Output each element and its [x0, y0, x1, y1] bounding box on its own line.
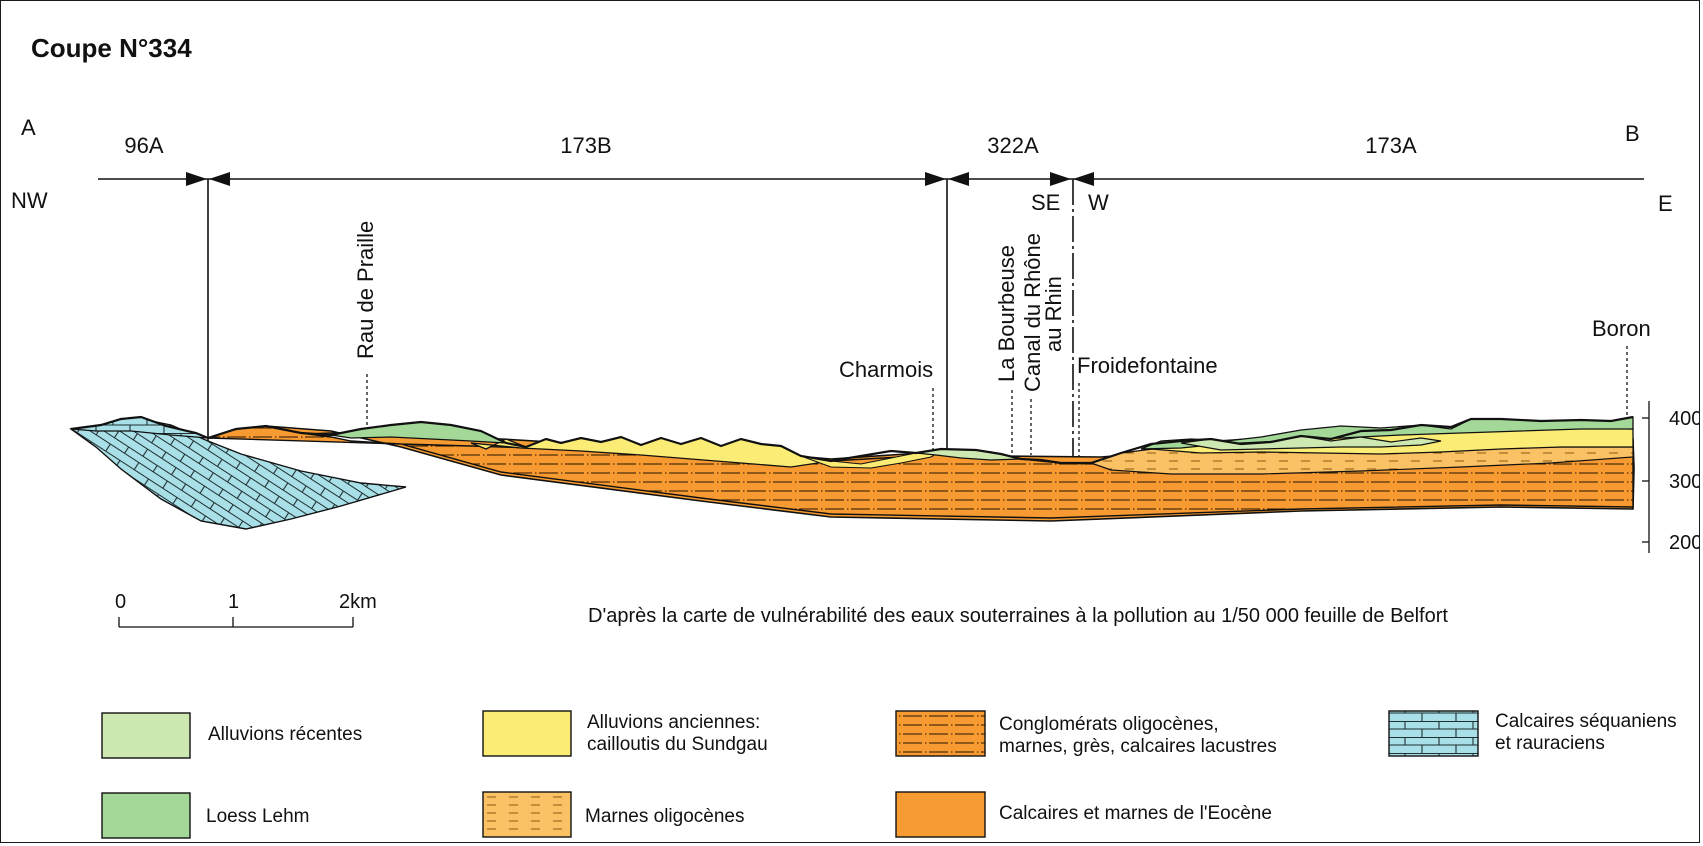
ground-surface [70, 415, 1634, 465]
elevation-tick-400: 400 [1669, 408, 1700, 430]
legend-swatch-eocene [895, 791, 986, 838]
place-canal-line1: Canal du Rhône [1020, 233, 1045, 392]
place-la-bourbeuse: La Bourbeuse [994, 245, 1019, 382]
source-note: D'après la carte de vulnérabilité des ea… [588, 605, 1448, 627]
place-froidefontaine: Froidefontaine [1077, 353, 1218, 378]
legend-swatch-loess [101, 792, 191, 839]
legend: Alluvions récentes Alluvions anciennes: … [101, 710, 1677, 839]
elevation-tick-300: 300 [1669, 471, 1700, 493]
sheet-label-322a: 322A [987, 133, 1039, 158]
layer-calcaires [69, 418, 407, 530]
legend-swatch-calcaires [1388, 710, 1479, 757]
figure-title: Coupe N°334 [31, 33, 192, 63]
legend-label-alluvions-anciennes-2: cailloutis du Sundgau [587, 734, 768, 755]
sheet-label-173b: 173B [560, 133, 611, 158]
scale-bar [118, 617, 354, 628]
legend-swatch-marnes [482, 791, 572, 838]
place-boron: Boron [1592, 316, 1651, 341]
place-charmois: Charmois [839, 357, 933, 382]
legend-label-loess: Loess Lehm [206, 806, 310, 827]
elevation-tick-200: 200 [1669, 532, 1700, 554]
legend-label-eocene: Calcaires et marnes de l'Eocène [999, 803, 1272, 824]
scale-tick-1: 1 [228, 591, 239, 613]
legend-label-alluvions-anciennes-1: Alluvions anciennes: [587, 712, 760, 733]
legend-label-alluvions-recentes: Alluvions récentes [208, 724, 362, 745]
section-end-label: B [1625, 121, 1640, 146]
legend-label-calcaires-2: et rauraciens [1495, 733, 1605, 754]
orientation-e: E [1658, 191, 1673, 216]
sheet-extent-arrows [98, 172, 1644, 461]
orientation-w: W [1088, 190, 1109, 215]
sheet-label-96a: 96A [124, 133, 163, 158]
scale-tick-2km: 2km [339, 591, 377, 613]
elevation-axis [1642, 401, 1650, 553]
legend-label-calcaires-1: Calcaires séquaniens [1495, 711, 1677, 732]
place-leader-lines [366, 346, 1628, 460]
legend-swatch-conglomerats [895, 710, 986, 757]
scale-tick-0: 0 [115, 591, 126, 613]
legend-label-conglomerats-1: Conglomérats oligocènes, [999, 714, 1219, 735]
sheet-label-173a: 173A [1365, 133, 1417, 158]
section-start-label: A [21, 115, 36, 140]
legend-label-conglomerats-2: marnes, grès, calcaires lacustres [999, 736, 1277, 757]
orientation-nw: NW [11, 188, 48, 213]
place-canal-line2: au Rhin [1041, 276, 1066, 352]
orientation-se: SE [1031, 190, 1060, 215]
place-rau-de-praille: Rau de Praille [353, 221, 378, 359]
legend-label-marnes: Marnes oligocènes [585, 806, 744, 827]
legend-swatch-alluvions-anciennes [482, 710, 572, 757]
legend-swatch-alluvions-recentes [101, 712, 191, 759]
geological-section [69, 415, 1635, 530]
